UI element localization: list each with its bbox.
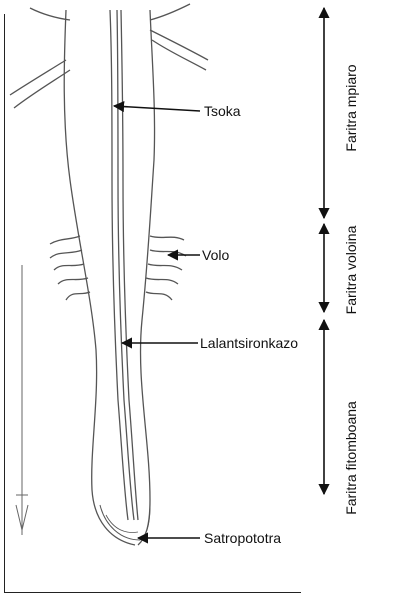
tsoka-arrow [114,106,200,111]
zone-mpiaro-label: Faritra mpiaro [343,64,359,151]
zone-voloina-label: Faritra voloina [343,225,359,314]
label-satropototra: Satropototra [204,530,281,546]
label-tsoka: Tsoka [204,103,241,119]
root-sketch [10,4,208,545]
label-volo: Volo [202,247,229,263]
zone-fitomboana-label: Faritra fitomboana [343,401,359,515]
label-lalantsironkazo: Lalantsironkazo [200,335,298,351]
scale-bar [16,265,28,535]
